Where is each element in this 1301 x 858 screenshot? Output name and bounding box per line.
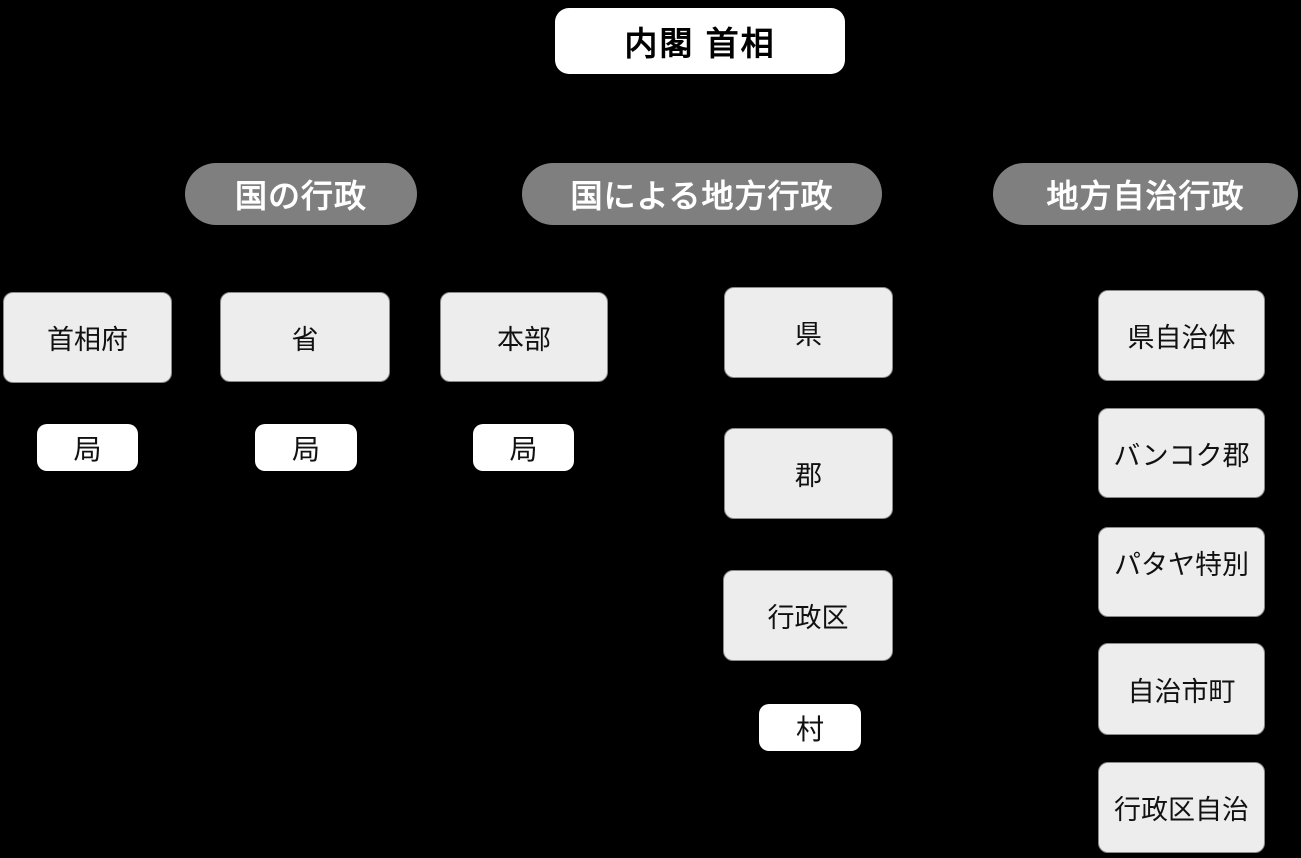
header-pill-local-self-government: 地方自治行政 xyxy=(993,163,1298,225)
node-ministry: 省 xyxy=(220,292,390,382)
node-cabinet-prime-minister: 内閣 首相 xyxy=(555,8,845,74)
node-district-self-government: 行政区自治 xyxy=(1098,762,1265,853)
header-pill-national-administration: 国の行政 xyxy=(185,163,417,225)
node-administrative-district: 行政区 xyxy=(723,570,893,661)
node-district: 郡 xyxy=(724,428,893,519)
node-bureau-2: 局 xyxy=(255,424,357,471)
node-municipality: 自治市町 xyxy=(1098,643,1265,735)
node-headquarters: 本部 xyxy=(440,292,608,382)
node-province: 県 xyxy=(724,287,893,378)
node-provincial-authority: 県自治体 xyxy=(1098,290,1265,381)
node-bureau-3: 局 xyxy=(473,424,574,471)
node-prime-minister-office: 首相府 xyxy=(3,292,172,383)
node-pattaya-special: パタヤ特別 xyxy=(1098,527,1265,617)
header-pill-state-local-administration: 国による地方行政 xyxy=(522,163,882,225)
node-bangkok-district: バンコク郡 xyxy=(1098,408,1265,498)
node-bureau-1: 局 xyxy=(37,424,138,471)
node-village: 村 xyxy=(759,704,861,751)
